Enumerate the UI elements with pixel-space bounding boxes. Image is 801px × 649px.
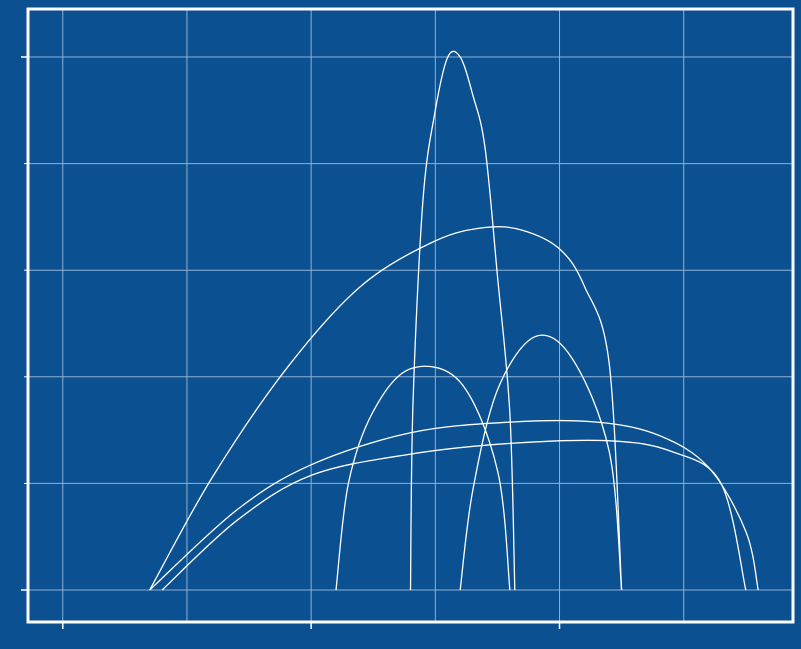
series-line-6 bbox=[161, 439, 747, 591]
grid bbox=[28, 9, 793, 622]
series-line-1 bbox=[149, 226, 623, 591]
series-line-3 bbox=[335, 365, 511, 591]
plot-frame bbox=[26, 7, 795, 624]
series-line-4 bbox=[459, 334, 623, 591]
series-line-2 bbox=[409, 50, 516, 591]
series-group bbox=[149, 50, 759, 591]
